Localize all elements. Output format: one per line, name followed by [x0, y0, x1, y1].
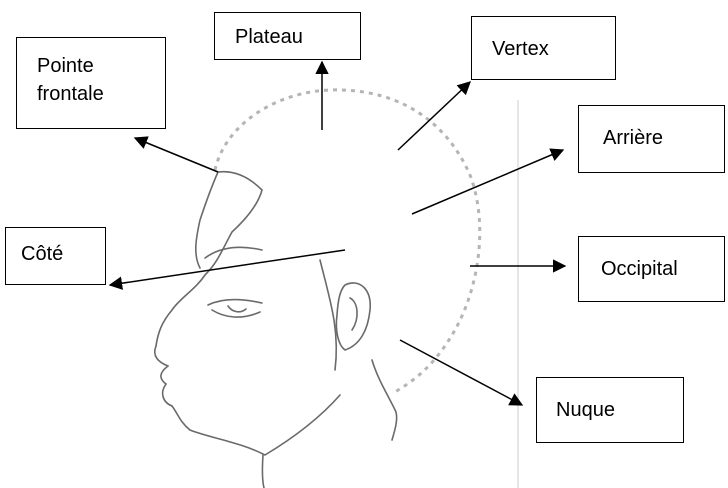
label-nuque: Nuque	[536, 377, 684, 443]
label-plateau: Plateau	[214, 12, 361, 60]
hair-outline-dashed	[213, 88, 482, 394]
label-pointe-frontale: Pointe frontale	[16, 37, 166, 129]
arrow-cote	[108, 249, 346, 290]
label-occipital: Occipital	[578, 236, 725, 302]
arrow-vertex	[397, 81, 471, 151]
label-cote: Côté	[5, 227, 106, 285]
label-arriere: Arrière	[578, 105, 725, 173]
label-vertex: Vertex	[471, 16, 616, 80]
arrow-nuque	[399, 339, 524, 406]
face-profile-sketch	[153, 170, 398, 488]
arrow-arriere	[411, 148, 565, 215]
ear-sketch	[335, 282, 371, 351]
arrow-pointe-frontale	[133, 136, 219, 173]
